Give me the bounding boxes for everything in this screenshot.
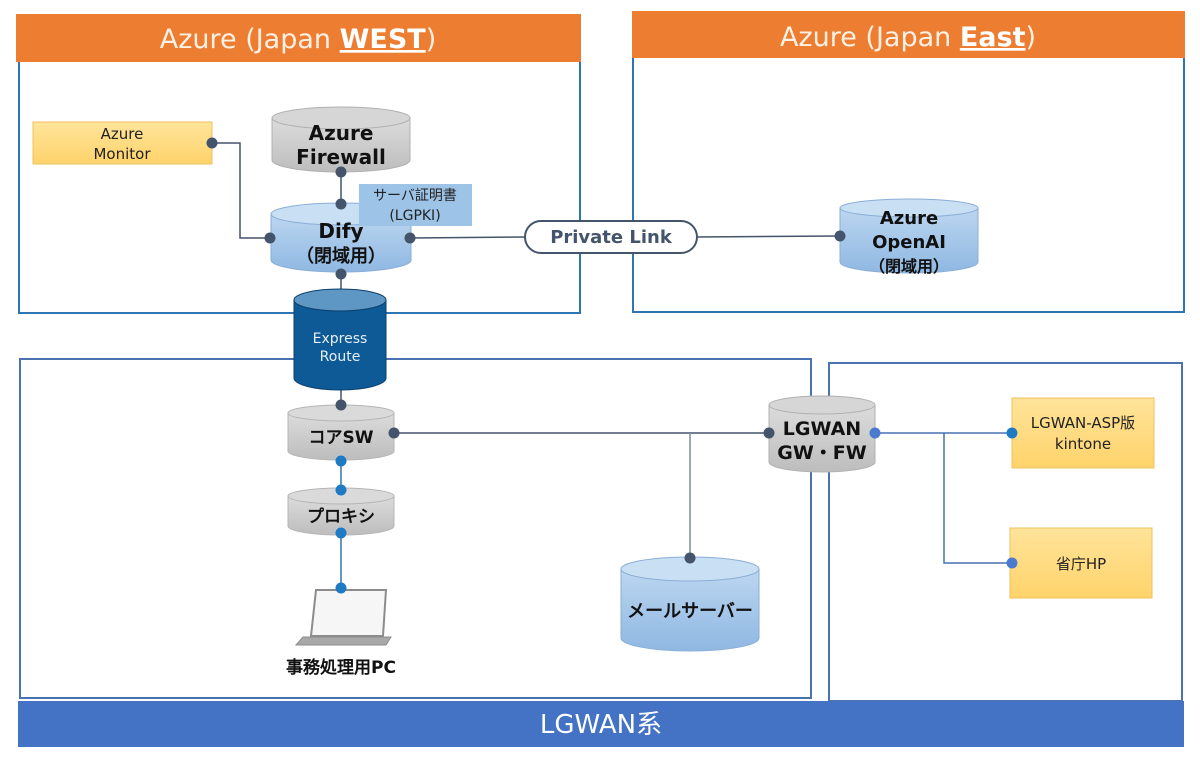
node-private-link[interactable]: Private Link bbox=[524, 220, 698, 254]
azure-firewall-label-1: Azure bbox=[309, 121, 374, 145]
node-azure-monitor[interactable]: Azure Monitor bbox=[32, 121, 213, 165]
node-kintone[interactable]: LGWAN-ASP版 kintone bbox=[1011, 397, 1155, 469]
connector-dot bbox=[404, 232, 416, 244]
connector-dot bbox=[684, 552, 696, 564]
lgwan-gw-fw-label-1: LGWAN bbox=[783, 418, 861, 440]
lgwan-gw-fw-label-2: GW・FW bbox=[777, 442, 867, 464]
lgwan-band-label: LGWAN系 bbox=[540, 710, 662, 740]
connector-dot bbox=[335, 484, 347, 496]
connector-dot bbox=[335, 166, 347, 178]
core-sw-label: コアSW bbox=[309, 428, 374, 448]
azure-monitor-label-2: Monitor bbox=[93, 145, 151, 163]
line-privatelink-openai bbox=[695, 235, 841, 238]
server-cert-label-1: サーバ証明書 bbox=[373, 188, 457, 204]
node-office-pc[interactable]: 事務処理用PC bbox=[286, 589, 396, 678]
dify-label-1: Dify bbox=[318, 219, 363, 243]
connector-dot bbox=[335, 527, 347, 539]
express-route-label-2: Route bbox=[320, 349, 361, 365]
node-azure-firewall[interactable]: Azure Firewall bbox=[271, 106, 411, 173]
azure-monitor-label-1: Azure bbox=[101, 125, 144, 143]
node-azure-openai[interactable]: Azure OpenAI （閉域用） bbox=[839, 198, 979, 276]
line-dify-privatelink bbox=[409, 236, 528, 239]
connector-dot bbox=[335, 455, 347, 467]
line-branch-ministryhp bbox=[943, 433, 1012, 564]
node-core-sw[interactable]: コアSW bbox=[287, 404, 395, 461]
laptop-icon bbox=[294, 589, 392, 646]
office-pc-label: 事務処理用PC bbox=[286, 657, 396, 678]
node-express-route[interactable]: Express Route bbox=[293, 288, 387, 391]
connector-dot bbox=[869, 427, 881, 439]
node-mail-server[interactable]: メールサーバー bbox=[620, 556, 760, 652]
azure-firewall-label-2: Firewall bbox=[296, 145, 386, 169]
connector-dot bbox=[388, 427, 400, 439]
connector-dot bbox=[206, 137, 218, 149]
server-cert-label-2: (LGPKI) bbox=[389, 208, 440, 224]
connector-dot bbox=[335, 582, 347, 594]
connector-dot bbox=[1006, 557, 1018, 569]
azure-openai-label-3: （閉域用） bbox=[869, 257, 949, 276]
connector-dot bbox=[763, 427, 775, 439]
private-link-label: Private Link bbox=[550, 227, 673, 248]
region-title-west: Azure (Japan WEST) bbox=[160, 24, 437, 55]
region-azure-west: Azure (Japan WEST) bbox=[16, 14, 581, 314]
node-ministry-hp[interactable]: 省庁HP bbox=[1009, 527, 1153, 599]
connector-dot bbox=[834, 230, 846, 242]
connector-dot bbox=[335, 198, 347, 210]
lgwan-band: LGWAN系 bbox=[18, 701, 1184, 747]
connector-dot bbox=[264, 232, 276, 244]
ministry-hp-label: 省庁HP bbox=[1056, 555, 1106, 573]
server-certificate-tag: サーバ証明書 (LGPKI) bbox=[359, 184, 472, 226]
node-lgwan-gw-fw[interactable]: LGWAN GW・FW bbox=[768, 395, 876, 473]
dify-label-2: （閉域用） bbox=[296, 245, 386, 267]
azure-openai-label-1: Azure bbox=[880, 208, 938, 229]
connector-dot bbox=[335, 399, 347, 411]
mail-server-label: メールサーバー bbox=[627, 601, 753, 622]
connector-dot bbox=[335, 268, 347, 280]
node-proxy[interactable]: プロキシ bbox=[287, 487, 395, 536]
region-title-east: Azure (Japan East) bbox=[780, 22, 1036, 53]
azure-openai-label-2: OpenAI bbox=[872, 232, 946, 253]
kintone-label-1: LGWAN-ASP版 bbox=[1031, 414, 1135, 432]
proxy-label: プロキシ bbox=[307, 506, 375, 527]
express-route-label-1: Express bbox=[313, 331, 368, 347]
connector-dots bbox=[206, 137, 1018, 594]
connector-dot bbox=[1006, 427, 1018, 439]
line-monitor-dify bbox=[212, 142, 270, 239]
kintone-label-2: kintone bbox=[1055, 435, 1111, 453]
